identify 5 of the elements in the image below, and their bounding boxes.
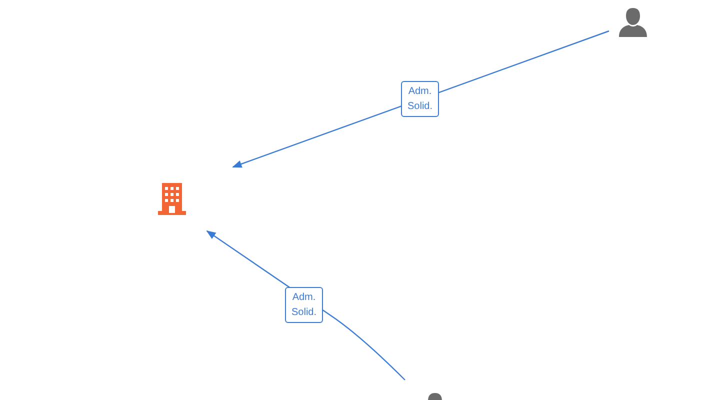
edge-label: Adm. Solid. [285, 287, 323, 323]
person-icon [617, 7, 649, 37]
building-icon [156, 181, 188, 215]
arrow [232, 30, 610, 168]
edge-label: Adm. Solid. [401, 81, 439, 117]
